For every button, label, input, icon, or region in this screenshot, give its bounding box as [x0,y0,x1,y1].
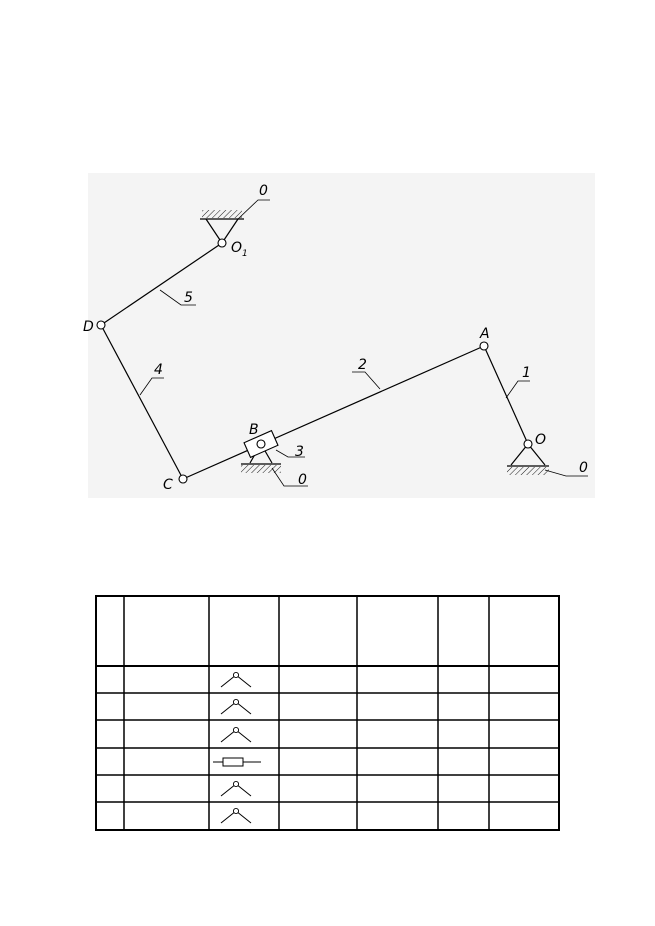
leader-frame-right [544,469,588,477]
kinematic-pairs-table [95,595,560,831]
ground-support-o [507,443,549,475]
leader-link-4 [139,377,164,396]
leader-link-1 [505,380,530,399]
label-frame-slider: 0 [298,472,307,488]
link-4 [100,324,184,480]
revolute-icon [220,807,252,824]
leader-link-3 [275,449,305,458]
label-point-c: C [163,477,173,493]
leader-link-5 [159,289,196,306]
revolute-icon [220,726,252,743]
joint-o [523,439,533,449]
label-link-3: 3 [295,444,304,460]
revolute-icon [220,780,252,797]
label-frame-right: 0 [579,460,588,476]
leader-link-2 [352,371,381,390]
label-point-b: B [249,422,259,438]
joint-c [178,474,188,484]
link-1 [483,345,529,445]
joint-b [256,439,266,449]
label-point-o: O [535,432,546,448]
table-row-lines [96,665,559,803]
label-frame-top: 0 [259,183,268,199]
diagram-background [88,173,595,498]
label-point-o1: O1 [231,240,248,259]
leader-frame-slider [271,467,308,487]
revolute-icon [220,698,252,715]
link-2 [182,345,485,480]
label-link-1: 1 [522,365,531,381]
joint-a [479,341,489,351]
label-point-d: D [83,319,94,335]
leader-frame-top [237,199,270,220]
label-link-5: 5 [184,290,193,306]
revolute-icon [220,671,252,688]
table-column-lines [123,596,490,830]
joint-o1 [217,238,227,248]
joint-d [96,320,106,330]
link-5 [100,242,223,326]
ground-support-o1 [200,210,244,245]
label-link-4: 4 [154,362,163,378]
slider-block-b [241,429,281,473]
label-point-a: A [479,326,490,342]
prismatic-icon [213,757,261,767]
label-link-2: 2 [358,357,367,373]
table-border [95,595,560,831]
